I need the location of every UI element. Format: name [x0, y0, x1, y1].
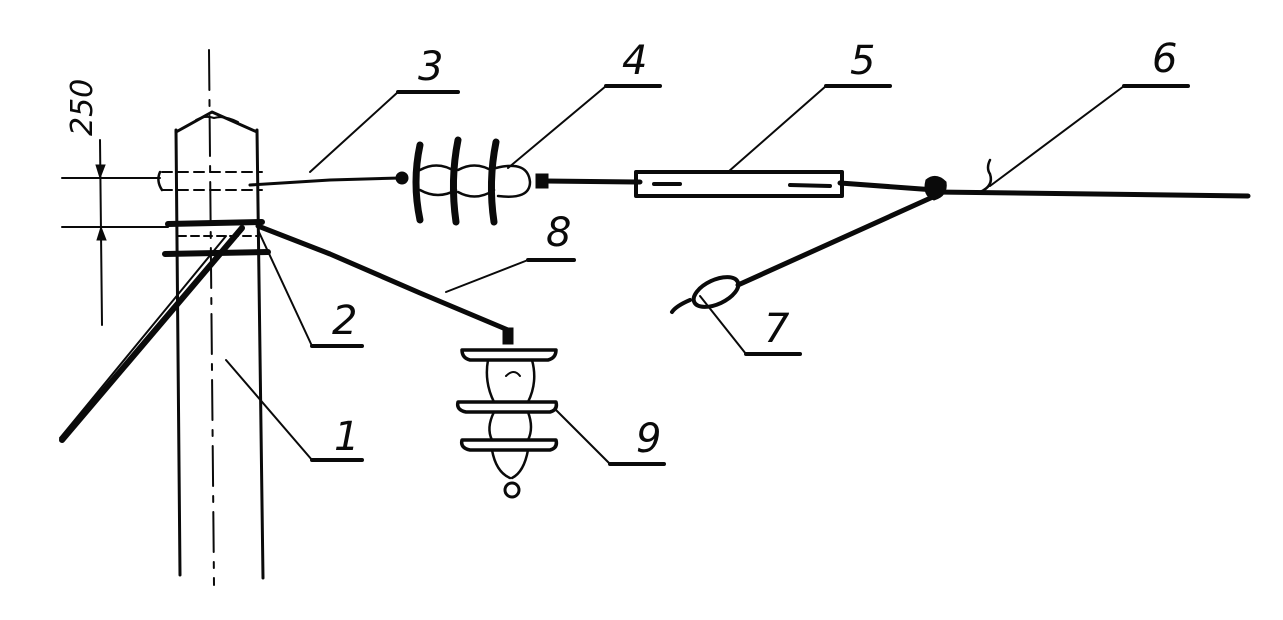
conductor [248, 176, 1251, 199]
callout-4: 4 [622, 38, 647, 84]
pole [174, 49, 265, 586]
top-pole-bolt [157, 170, 263, 192]
drop-conductor [255, 223, 514, 345]
pole-band [162, 219, 271, 257]
callout-7: 7 [764, 306, 790, 352]
pin-insulator [455, 348, 559, 499]
callout-2: 2 [332, 298, 357, 344]
guy-wire-eye-loop [670, 275, 741, 314]
callout-1: 1 [334, 414, 359, 460]
strain-insulator-string [395, 136, 549, 226]
callout-5: 5 [850, 38, 875, 84]
dimension-value: 250 [65, 79, 100, 136]
callout-3: 3 [418, 44, 443, 90]
tension-tube [634, 170, 844, 198]
dimension-250 [61, 139, 169, 326]
down-guy-wire [59, 225, 245, 443]
callout-8: 8 [546, 210, 571, 256]
wire-clip [924, 158, 993, 201]
callout-6: 6 [1152, 36, 1177, 82]
guy-wire [735, 193, 938, 288]
leaders [225, 84, 1190, 466]
callout-9: 9 [636, 416, 661, 462]
